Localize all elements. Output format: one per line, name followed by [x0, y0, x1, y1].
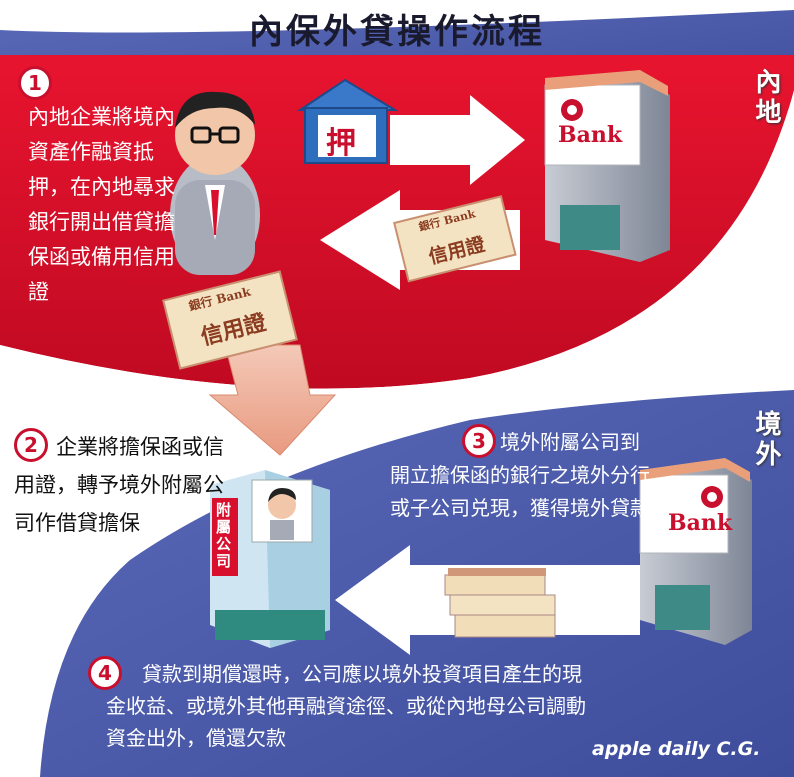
step-3-badge: 3	[462, 424, 496, 458]
region-label-mainland: 內地	[751, 68, 781, 128]
arrow-to-bank	[390, 95, 525, 185]
step-4-text: 貸款到期償還時，公司應以境外投資項目產生的現金收益、或境外其他再融資途徑、或從內…	[106, 662, 586, 750]
subsidiary-building	[210, 470, 330, 648]
step-2-text: 企業將擔保函或信用證，轉予境外附屬公司作借貸擔保	[14, 435, 224, 535]
step-3-text: 境外附屬公司到開立擔保函的銀行之境外分行或子公司兑現，獲得境外貸款	[390, 430, 650, 520]
mainland-bank-building	[544, 70, 670, 262]
region-separator	[0, 90, 794, 404]
subsidiary-sign: 附屬公司	[216, 501, 232, 570]
step-1-badge: 1	[18, 66, 52, 100]
mainland-bank-sign: Bank	[558, 122, 623, 148]
cash-stack-icon	[444, 568, 556, 638]
page-title: 內保外貸操作流程	[249, 12, 545, 52]
credit: apple daily C.G.	[592, 738, 761, 760]
offshore-bank-building	[639, 458, 752, 645]
certificate-icon-low	[162, 270, 298, 370]
step-1-text: 內地企業將境內資產作融資抵押，在內地尋求銀行開出借貸擔保函或備用信用證	[28, 105, 175, 304]
region-label-offshore: 境外	[751, 410, 781, 470]
step-4-badge: 4	[88, 656, 122, 690]
house-icon	[296, 78, 399, 164]
house-sign: 押	[326, 126, 356, 161]
certificate-icon-mid	[393, 195, 517, 283]
transfer-arrow	[208, 344, 337, 456]
step-2-badge: 2	[14, 428, 48, 462]
person-icon	[170, 91, 260, 275]
offshore-bank-sign: Bank	[668, 510, 733, 536]
